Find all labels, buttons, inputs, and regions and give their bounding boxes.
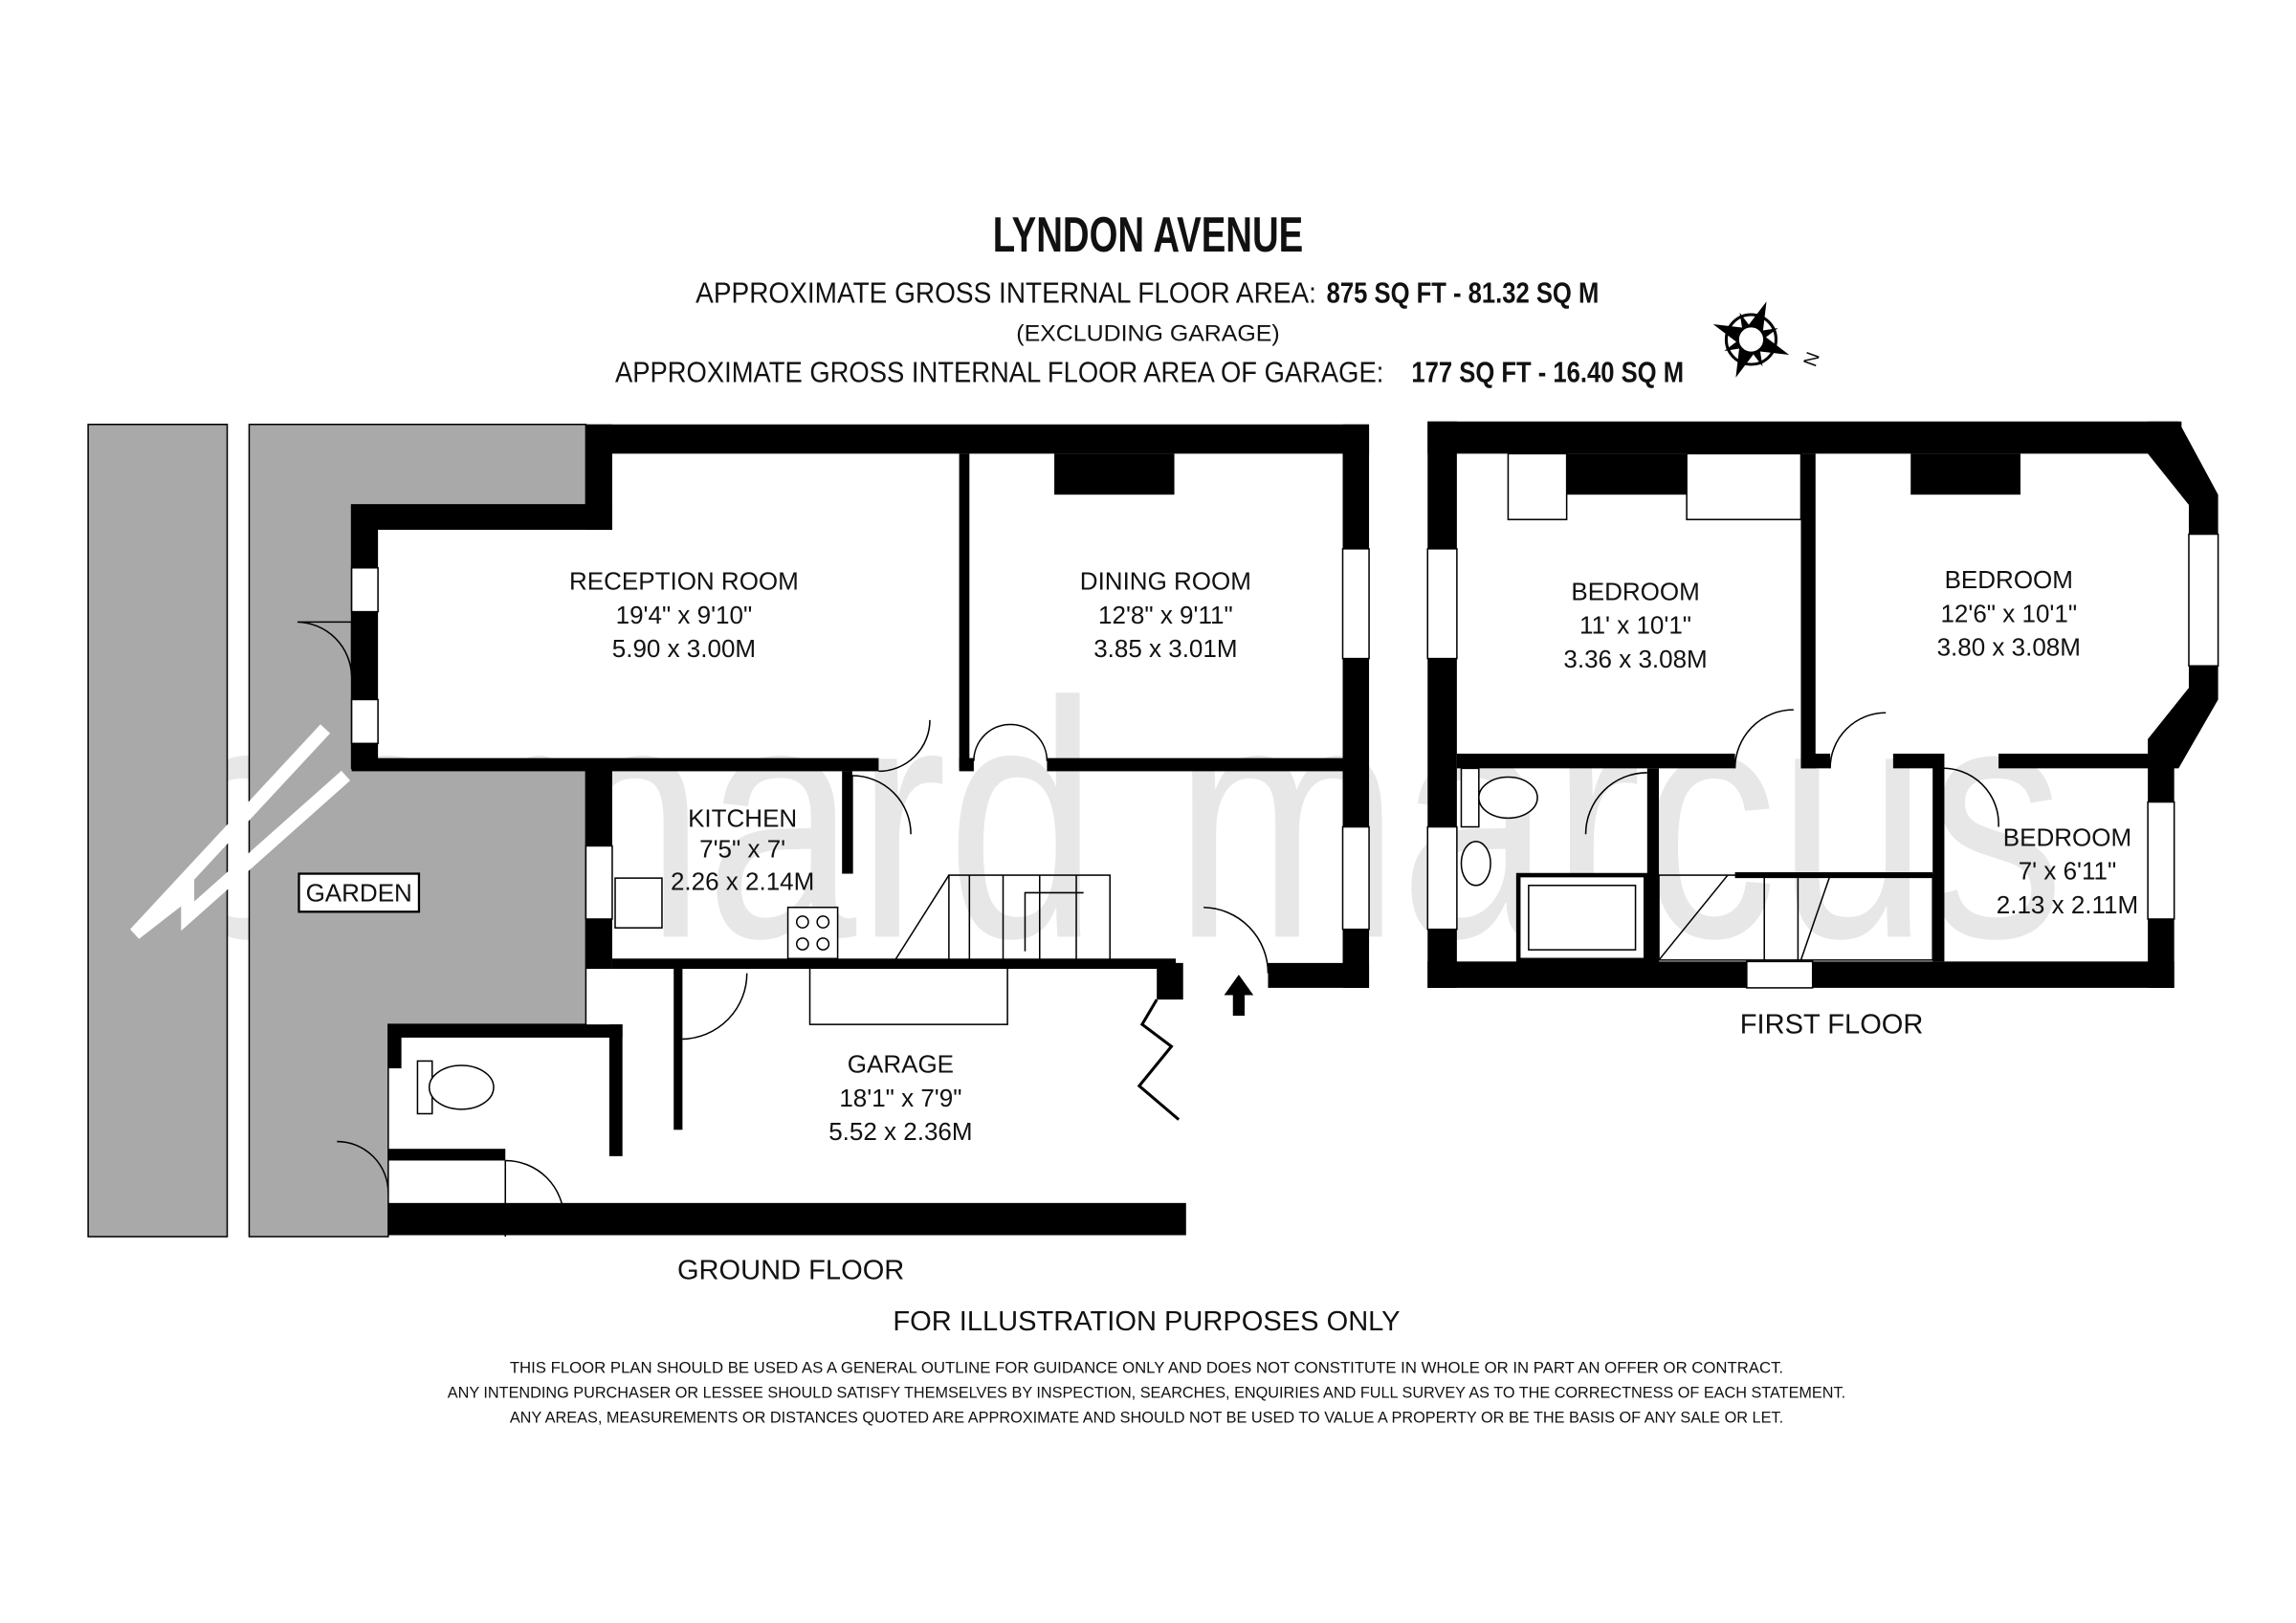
garden-label: GARDEN (306, 879, 412, 908)
north-label: N (1799, 349, 1824, 369)
bedroom-2-metric: 3.80 x 3.08M (1937, 633, 2081, 662)
dining-room-name: DINING ROOM (1080, 567, 1251, 596)
garden-label-box (298, 872, 421, 913)
garage-name: GARAGE (848, 1050, 954, 1079)
bedroom-1-name: BEDROOM (1571, 577, 1699, 605)
ground-floor-label: GROUND FLOOR (677, 1255, 904, 1285)
bedroom-1-imperial: 11' x 10'1" (1579, 611, 1691, 640)
ground-floor-plan: GARDEN (87, 423, 1370, 1285)
bedroom-3-name: BEDROOM (2003, 822, 2131, 851)
reception-room-metric: 5.90 x 3.00M (612, 634, 756, 663)
hob-icon (786, 906, 839, 960)
stairs (1658, 872, 1933, 961)
first-floor-label: FIRST FLOOR (1740, 1009, 1924, 1040)
bedroom-2-name: BEDROOM (1945, 565, 2073, 594)
area-value: 875 SQ FT - 81.32 SQ M (1327, 277, 1600, 310)
disclaimer-line-3: ANY AREAS, MEASUREMENTS OR DISTANCES QUO… (510, 1408, 1783, 1426)
garage-imperial: 18'1" x 7'9" (839, 1084, 961, 1112)
toilet-icon (416, 1060, 495, 1115)
garage-area-value: 177 SQ FT - 16.40 SQ M (1411, 356, 1684, 388)
illustration-note: FOR ILLUSTRATION PURPOSES ONLY (893, 1306, 1400, 1337)
bedroom-2-imperial: 12'6" x 10'1" (1940, 599, 2077, 627)
disclaimer-line-2: ANY INTENDING PURCHASER OR LESSEE SHOULD… (448, 1383, 1845, 1401)
bedroom-3-imperial: 7' x 6'11" (2019, 857, 2117, 886)
area-note: (EXCLUDING GARAGE) (1016, 321, 1279, 347)
kitchen-imperial: 7'5" x 7' (699, 835, 785, 864)
reception-room-name: RECEPTION ROOM (569, 567, 799, 596)
area-label: APPROXIMATE GROSS INTERNAL FLOOR AREA: (695, 277, 1316, 310)
bedroom-1-metric: 3.36 x 3.08M (1563, 645, 1707, 673)
first-floor-plan: BEDROOM 11' x 10'1" 3.36 x 3.08M BEDROOM… (1426, 421, 2219, 1040)
disclaimer-line-1: THIS FLOOR PLAN SHOULD BE USED AS A GENE… (510, 1358, 1783, 1376)
sink-icon (614, 877, 663, 929)
garage-metric: 5.52 x 2.36M (828, 1117, 972, 1146)
dining-room-metric: 3.85 x 3.01M (1093, 634, 1237, 663)
bath-icon (1515, 872, 1648, 963)
kitchen-name: KITCHEN (688, 804, 797, 833)
toilet-icon (1460, 767, 1538, 828)
reception-room-imperial: 19'4" x 9'10" (616, 601, 753, 629)
entrance-arrow-icon (1224, 975, 1254, 1016)
garage-area-label: APPROXIMATE GROSS INTERNAL FLOOR AREA OF… (615, 356, 1383, 388)
stairs (893, 874, 1111, 964)
plan-title: LYNDON AVENUE (993, 208, 1303, 263)
basin-icon (1460, 841, 1491, 887)
bedroom-3-metric: 2.13 x 2.11M (1997, 890, 2138, 919)
dining-room-imperial: 12'8" x 9'11" (1098, 601, 1233, 629)
kitchen-metric: 2.26 x 2.14M (671, 866, 814, 895)
compass-rose-icon: N (1712, 301, 1824, 378)
